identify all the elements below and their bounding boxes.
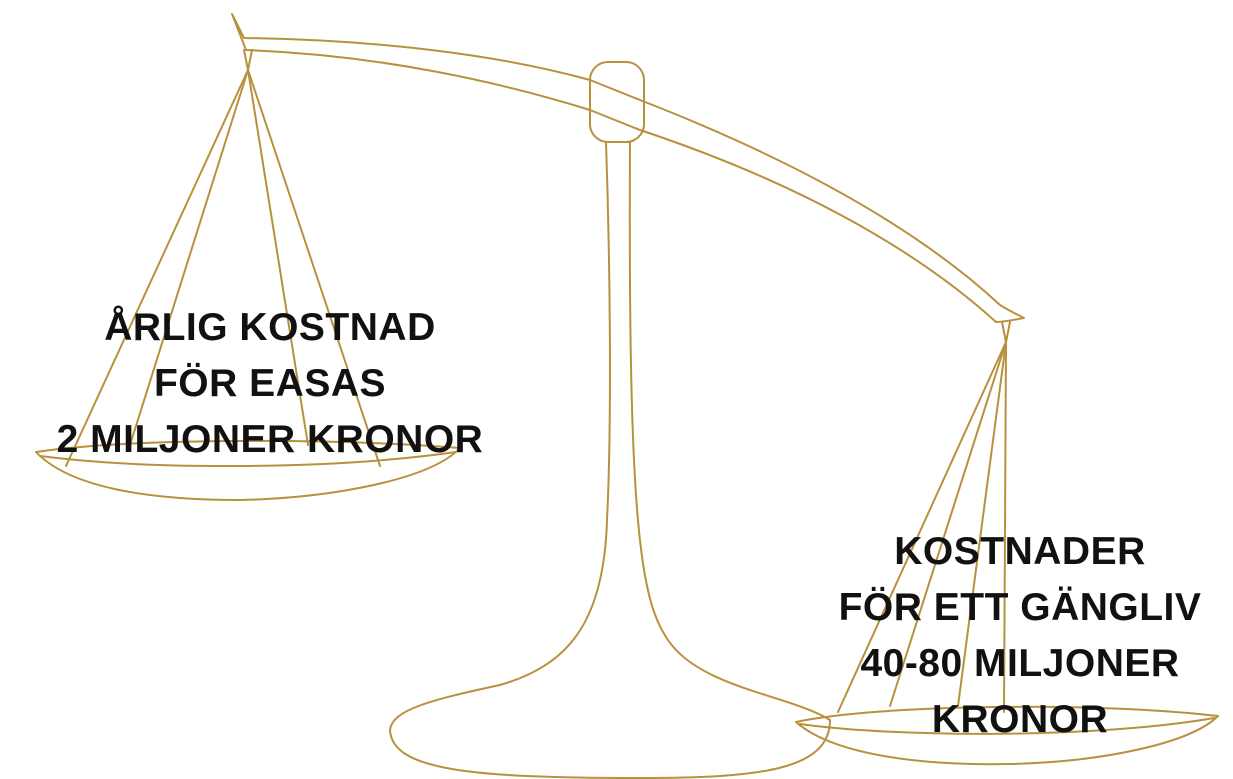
left-pan-label-line: ÅRLIG KOSTNAD [104, 306, 436, 349]
left-pan-label-line: 2 MILJONER KRONOR [56, 418, 484, 461]
right-pan-label-line: 40-80 MILJONER [860, 642, 1180, 685]
scale-pillar [389, 141, 831, 779]
left-pan-hook [243, 49, 253, 71]
scale-pivot [589, 61, 645, 143]
scale-beam [231, 13, 1025, 323]
left-pan-label-line: FÖR EASAS [153, 362, 387, 405]
right-pan-strings [837, 341, 1007, 713]
right-pan-label: KOSTNADER FÖR ETT GÄNGLIV 40-80 MILJONER… [810, 524, 1230, 748]
right-pan-hook [1001, 321, 1011, 343]
left-pan-strings [65, 69, 381, 467]
left-pan-label: ÅRLIG KOSTNAD FÖR EASAS 2 MILJONER KRONO… [40, 300, 500, 468]
left-pan [35, 439, 461, 501]
right-pan-label-line: FÖR ETT GÄNGLIV [838, 586, 1202, 629]
right-pan [795, 705, 1219, 766]
right-pan-label-line: KRONOR [931, 698, 1109, 741]
right-pan-label-line: KOSTNADER [894, 530, 1146, 573]
